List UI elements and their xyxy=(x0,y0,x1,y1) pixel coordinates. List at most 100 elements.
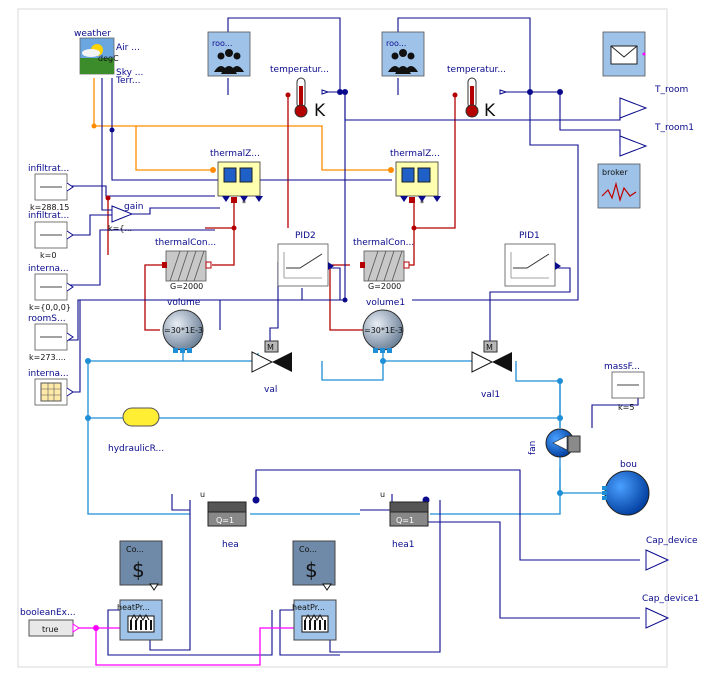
internal-gains-block[interactable]: interna... k={0,0,0} xyxy=(28,264,74,312)
fan-label: fan xyxy=(528,441,538,455)
mass-flow-value: k=5 xyxy=(618,403,634,412)
output-t-room-label: T_room xyxy=(654,85,688,95)
cost-block-1[interactable]: Co... $ xyxy=(119,540,163,591)
fan-block[interactable]: fan xyxy=(528,428,581,458)
pid-label-2: PID2 xyxy=(295,231,316,241)
output-cap-device1-label: Cap_device1 xyxy=(642,594,699,604)
output-cap-device[interactable]: Cap_device xyxy=(645,536,698,571)
room-occupancy-block-2[interactable]: roo... xyxy=(381,31,425,77)
volume-value: =30*1E-3 xyxy=(164,326,203,335)
output-cap-device1[interactable]: Cap_device1 xyxy=(642,594,699,629)
heater-u-label: u xyxy=(200,490,205,499)
volume1-block[interactable]: volume1 =30*1E-3 xyxy=(362,298,405,353)
thermal-conductor-label-1: thermalCon... xyxy=(155,238,216,248)
thermometer-icon xyxy=(294,77,308,118)
boundary-block[interactable]: bou xyxy=(602,460,650,516)
mass-flow-block[interactable]: massF... k=5 xyxy=(604,362,645,412)
chart-line-icon xyxy=(601,181,637,203)
heat-junction-dots xyxy=(105,92,458,231)
heater1-label: hea1 xyxy=(392,540,414,550)
weather-junction-dot xyxy=(91,123,97,129)
valve-label: val xyxy=(264,385,277,395)
cost-block-2[interactable]: Co... $ xyxy=(292,540,336,591)
dollar-icon: $ xyxy=(132,558,145,582)
weather-air-output: Air ... xyxy=(116,43,140,53)
heat-producer-2[interactable]: heatPr... xyxy=(292,599,337,641)
weather-degc-label: degC xyxy=(98,54,119,63)
diagram-border xyxy=(17,8,668,668)
kelvin-label-1: K xyxy=(314,101,326,121)
heater1-q-label: Q=1 xyxy=(396,516,414,525)
thermal-conductor-2[interactable]: thermalCon... G=2000 xyxy=(353,238,414,291)
cost-label-1: Co... xyxy=(126,545,144,554)
temperature-sensor-label-2: temperatur... xyxy=(447,65,506,75)
heater-q-label: Q=1 xyxy=(216,516,234,525)
fluid-junction-dots xyxy=(85,358,563,496)
valve-val[interactable]: M val xyxy=(251,340,292,395)
heat-producer-label-1: heatPr... xyxy=(117,603,150,612)
temperature-sensor-1[interactable]: temperatur... K xyxy=(270,65,330,121)
volume-block[interactable]: volume =30*1E-3 xyxy=(162,298,204,353)
infiltration-block-2[interactable]: infiltrat... k=0 xyxy=(28,211,74,260)
pid-controller-1[interactable]: PID1 xyxy=(504,231,561,287)
thermal-zone-1[interactable]: thermalZ... * xyxy=(210,149,263,208)
internal-table-block[interactable]: interna... xyxy=(28,369,74,406)
hydraulic-resistance-label: hydraulicR... xyxy=(108,444,164,454)
volume1-label: volume1 xyxy=(366,298,405,308)
heater-hea1[interactable]: u Q=1 hea1 xyxy=(380,490,429,550)
thermal-conductor-value-2: G=2000 xyxy=(368,282,401,291)
weather-label: weather xyxy=(74,29,111,39)
dollar-icon: $ xyxy=(305,558,318,582)
hydraulic-resistance[interactable]: hydraulicR... xyxy=(108,407,164,454)
pid-controller-2[interactable]: PID2 xyxy=(277,231,334,287)
svg-text:*: * xyxy=(420,199,424,208)
thermometer-icon xyxy=(465,77,479,118)
temperature-sensor-2[interactable]: temperatur... K xyxy=(447,65,508,121)
internal-table-label: interna... xyxy=(28,369,69,379)
heater1-u-label: u xyxy=(380,490,385,499)
heat-producer-1[interactable]: heatPr... xyxy=(117,599,163,641)
svg-text:*: * xyxy=(242,199,246,208)
thermal-conductor-1[interactable]: thermalCon... G=2000 xyxy=(155,238,216,291)
boundary-label: bou xyxy=(620,460,637,470)
pid-label-1: PID1 xyxy=(519,231,540,241)
thermal-conductor-label-2: thermalCon... xyxy=(353,238,414,248)
room-setpoint-value: k=273.... xyxy=(29,353,66,362)
boolean-expression-block[interactable]: booleanEx... true xyxy=(20,608,80,637)
room-label-1: roo... xyxy=(212,39,232,48)
signal-connections xyxy=(68,17,640,656)
thermal-zone-2[interactable]: thermalZ... * xyxy=(388,149,441,208)
thermal-conductor-value-1: G=2000 xyxy=(170,282,203,291)
broker-label: broker xyxy=(602,168,628,177)
room-setpoint-label: roomS... xyxy=(28,314,66,324)
gain-value: k={... xyxy=(108,224,132,233)
room-label-2: roo... xyxy=(386,39,406,48)
valve1-label: val1 xyxy=(481,390,500,400)
output-t-room1[interactable]: T_room1 xyxy=(619,123,694,157)
cost-label-2: Co... xyxy=(299,545,317,554)
output-t-room1-label: T_room1 xyxy=(654,123,694,133)
temperature-sensor-label-1: temperatur... xyxy=(270,65,329,75)
room-setpoint-block[interactable]: roomS... k=273.... xyxy=(28,314,74,362)
boolean-expression-value: true xyxy=(42,625,58,634)
infiltration-value-1: k=288.15 xyxy=(30,203,69,212)
radiator-icon xyxy=(127,614,155,633)
gain-label: gain xyxy=(124,202,143,212)
output-t-room[interactable]: T_room xyxy=(619,85,688,119)
valve-motor-label: M xyxy=(267,343,274,352)
infiltration-label-2: infiltrat... xyxy=(28,211,69,221)
kelvin-label-2: K xyxy=(484,101,496,121)
mail-icon[interactable] xyxy=(602,31,646,77)
heater-hea[interactable]: u Q=1 hea xyxy=(200,490,247,550)
valve-val1[interactable]: M val1 xyxy=(471,340,512,400)
thermal-zone-label-2: thermalZ... xyxy=(390,149,440,159)
people-icon xyxy=(214,49,244,74)
table-icon xyxy=(40,382,62,402)
infiltration-block-1[interactable]: infiltrat... k=288.15 xyxy=(28,164,74,212)
broker-block[interactable]: broker xyxy=(597,163,641,209)
weather-block[interactable]: weather Air ... degC Sky ... Terr... xyxy=(74,29,143,86)
room-occupancy-block-1[interactable]: roo... xyxy=(207,31,251,77)
gain-block[interactable]: gain k={... xyxy=(108,202,143,233)
internal-gains-value: k={0,0,0} xyxy=(29,303,71,312)
